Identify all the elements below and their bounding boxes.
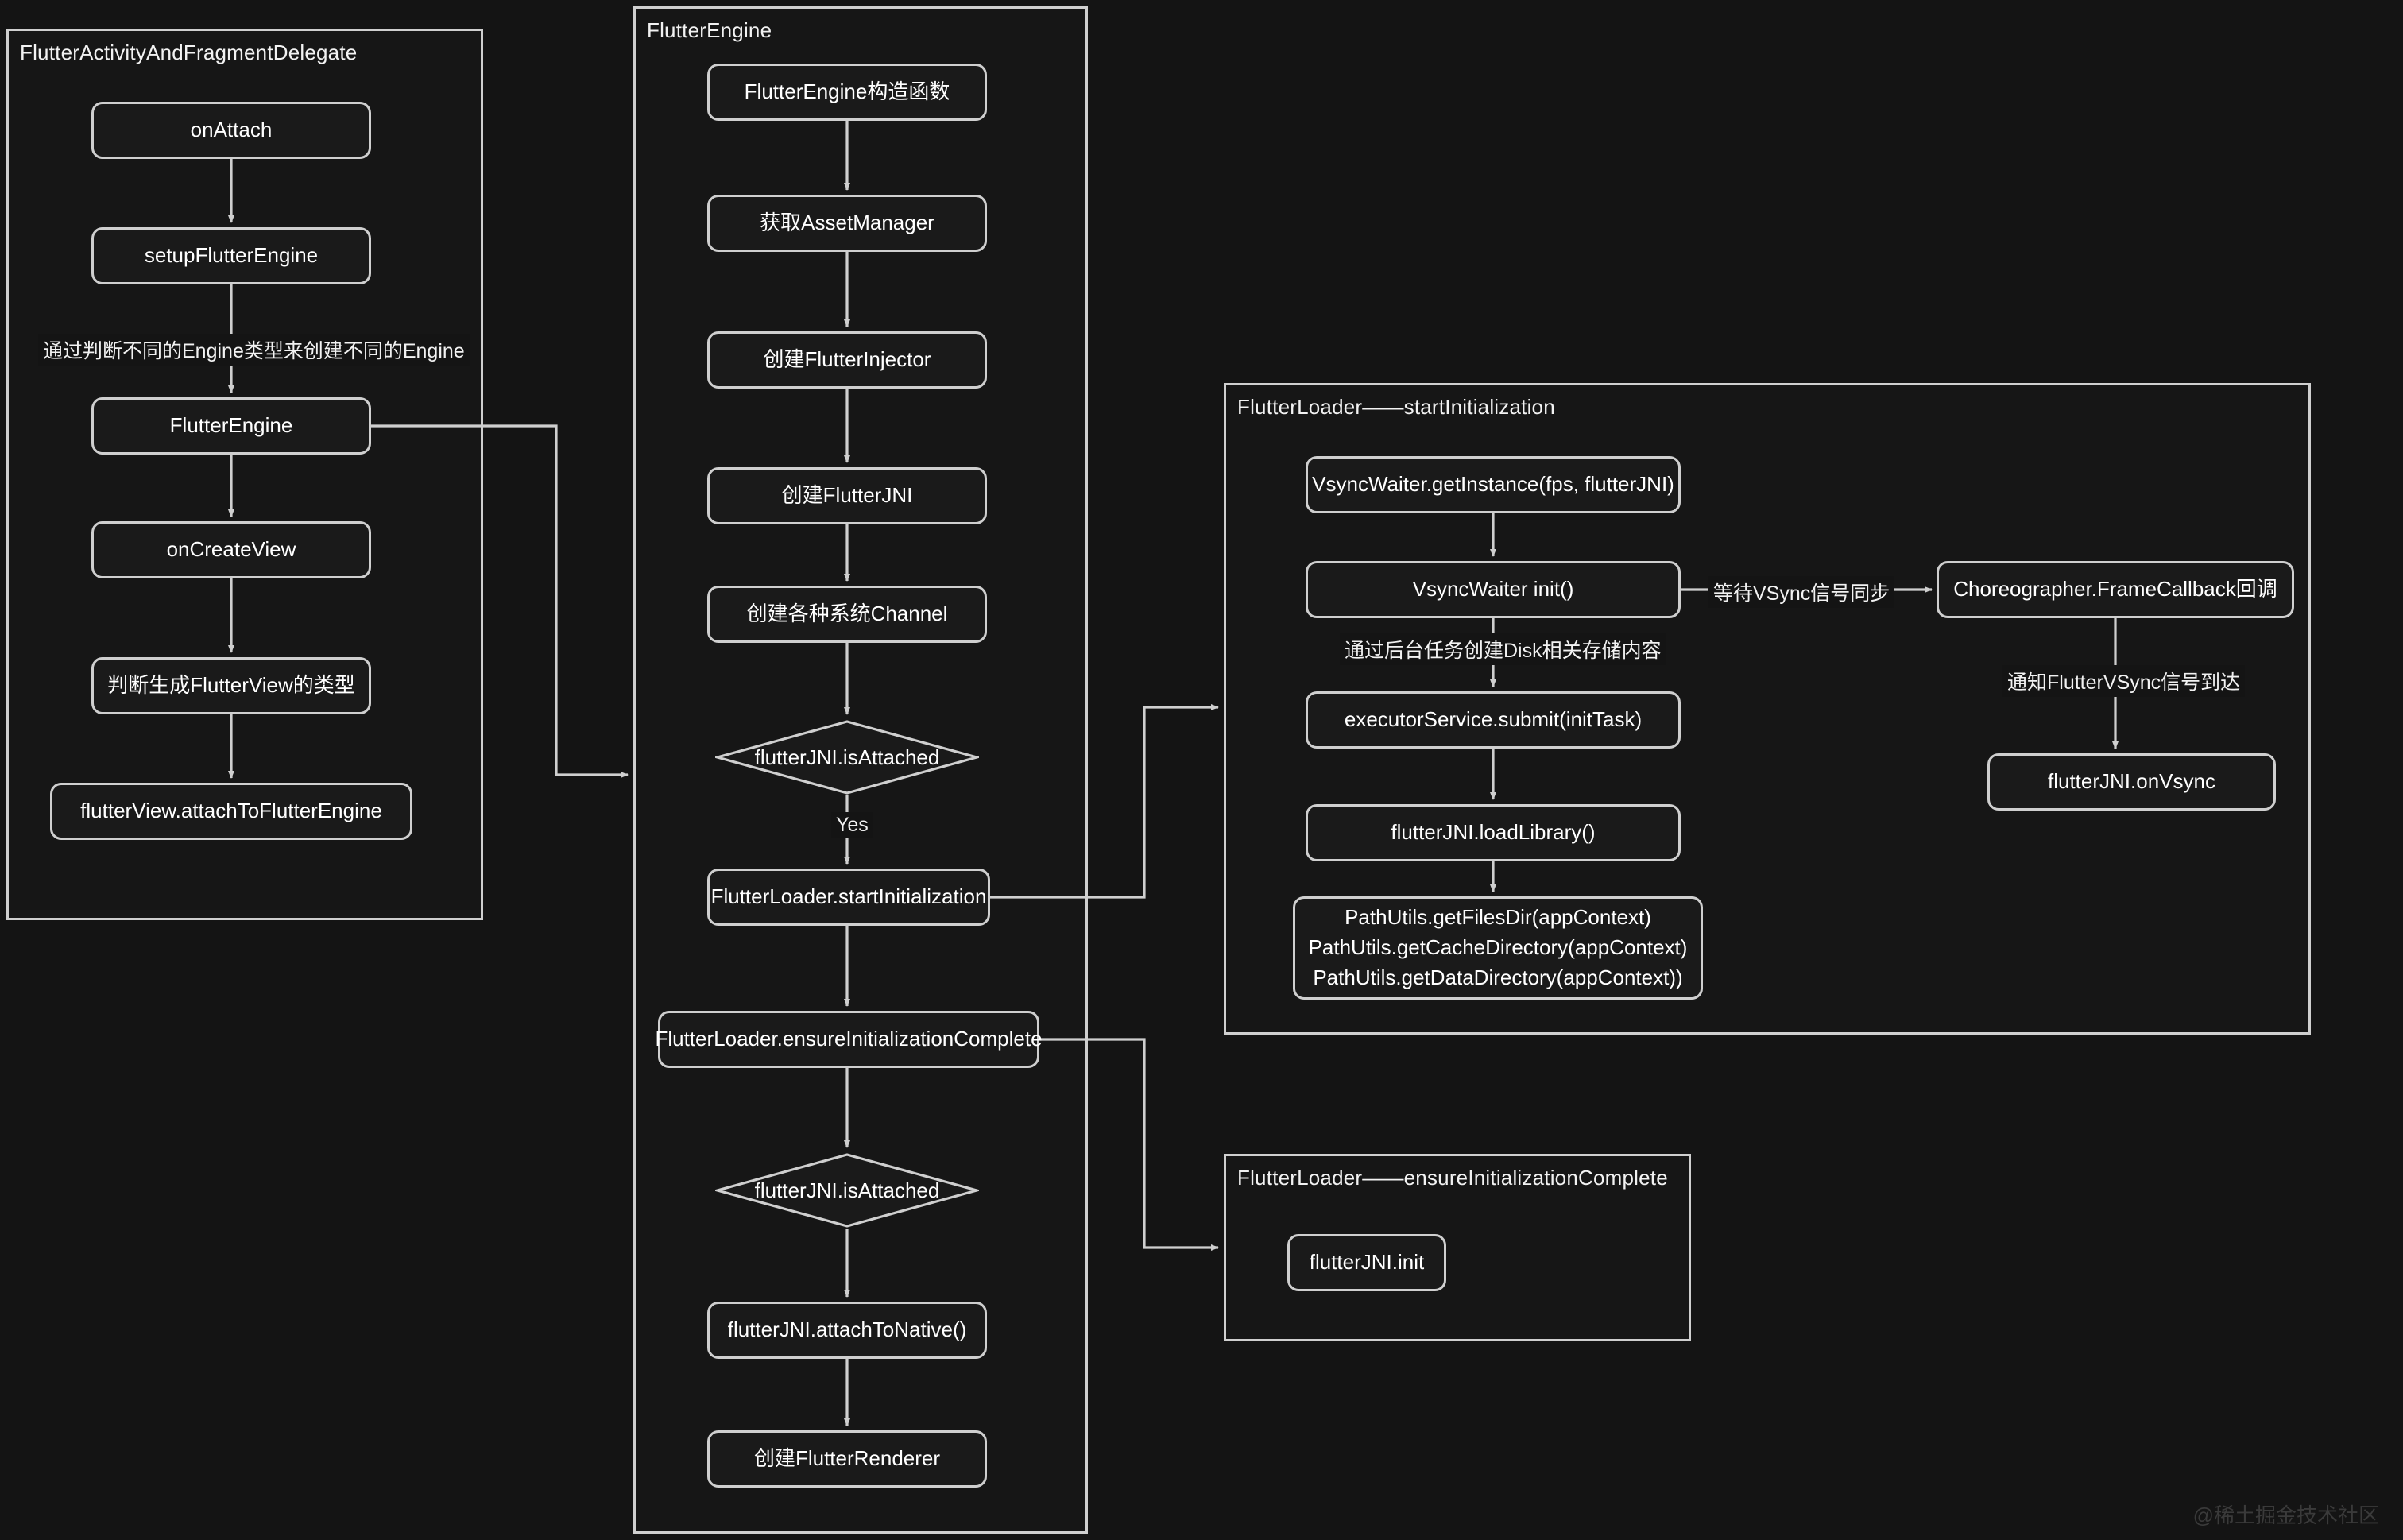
group-flutter-loader-ensure-initialization-complete: FlutterLoader——ensureInitializationCompl… <box>1224 1154 1691 1341</box>
node-label: flutterJNI.attachToNative() <box>727 1318 967 1342</box>
edge-label-yes: Yes <box>831 812 873 838</box>
node-label: 创建FlutterInjector <box>763 347 931 372</box>
edge-label-wait-vsync-sync: 等待VSync信号同步 <box>1708 576 1895 608</box>
node-label: 判断生成FlutterView的类型 <box>107 673 355 698</box>
node-setup-flutter-engine[interactable]: setupFlutterEngine <box>91 227 371 284</box>
node-flutterjni-init[interactable]: flutterJNI.init <box>1287 1234 1446 1291</box>
node-executorservice-submit-init-task[interactable]: executorService.submit(initTask) <box>1306 691 1681 749</box>
node-choreographer-frame-callback[interactable]: Choreographer.FrameCallback回调 <box>1937 561 2294 618</box>
edge-label-engine-type: 通过判断不同的Engine类型来创建不同的Engine <box>38 334 470 366</box>
node-label: executorService.submit(initTask) <box>1344 707 1643 732</box>
node-label: VsyncWaiter.getInstance(fps, flutterJNI) <box>1312 472 1674 497</box>
group-flutter-activity-fragment-delegate: FlutterActivityAndFragmentDelegate <box>6 29 483 920</box>
node-flutterjni-attach-to-native[interactable]: flutterJNI.attachToNative() <box>707 1302 987 1359</box>
node-path-utils-directories[interactable]: PathUtils.getFilesDir(appContext) PathUt… <box>1293 896 1703 1000</box>
node-label-line-2: PathUtils.getCacheDirectory(appContext) <box>1308 935 1688 960</box>
node-flutterjni-load-library[interactable]: flutterJNI.loadLibrary() <box>1306 804 1681 861</box>
edge-label-notify-flutter-vsync-arrived: 通知FlutterVSync信号到达 <box>2002 665 2246 697</box>
node-judge-flutterview-type[interactable]: 判断生成FlutterView的类型 <box>91 657 371 714</box>
node-label: flutterJNI.init <box>1309 1250 1425 1275</box>
diamond-shape <box>715 720 979 795</box>
group-flutter-engine: FlutterEngine <box>633 6 1088 1534</box>
node-create-flutter-jni[interactable]: 创建FlutterJNI <box>707 467 987 524</box>
node-label: FlutterEngine构造函数 <box>744 79 950 104</box>
node-label: 创建各种系统Channel <box>746 602 948 626</box>
node-flutterjni-on-vsync[interactable]: flutterJNI.onVsync <box>1987 753 2276 811</box>
node-label: flutterJNI.onVsync <box>2048 769 2215 794</box>
watermark: @稀土掘金技术社区 <box>2192 1503 2379 1527</box>
node-label: flutterJNI.loadLibrary() <box>1391 820 1596 845</box>
node-flutterloader-ensure-initialization-complete[interactable]: FlutterLoader.ensureInitializationComple… <box>655 1011 1043 1068</box>
decision-flutterjni-is-attached-2[interactable]: flutterJNI.isAttached <box>715 1152 979 1229</box>
node-label: FlutterLoader.ensureInitializationComple… <box>655 1027 1043 1051</box>
node-label: onAttach <box>190 118 273 142</box>
node-label: 获取AssetManager <box>760 211 934 235</box>
node-flutterloader-start-initialization[interactable]: FlutterLoader.startInitialization <box>707 869 990 926</box>
node-create-flutter-injector[interactable]: 创建FlutterInjector <box>707 331 987 389</box>
node-label-line-1: PathUtils.getFilesDir(appContext) <box>1345 905 1651 930</box>
node-on-create-view[interactable]: onCreateView <box>91 521 371 578</box>
node-vsyncwaiter-get-instance[interactable]: VsyncWaiter.getInstance(fps, flutterJNI) <box>1306 456 1681 513</box>
decision-flutterjni-is-attached-1[interactable]: flutterJNI.isAttached <box>715 719 979 795</box>
node-label: FlutterEngine <box>169 413 293 438</box>
decision-label: flutterJNI.isAttached <box>754 1178 940 1202</box>
node-label: onCreateView <box>166 537 296 562</box>
node-label: 创建FlutterJNI <box>781 483 913 508</box>
node-label: Choreographer.FrameCallback回调 <box>1953 577 2277 602</box>
node-label: VsyncWaiter init() <box>1412 577 1574 602</box>
diamond-shape <box>715 1153 979 1228</box>
node-get-asset-manager[interactable]: 获取AssetManager <box>707 195 987 252</box>
node-on-attach[interactable]: onAttach <box>91 102 371 159</box>
node-label: FlutterLoader.startInitialization <box>710 884 987 909</box>
node-create-flutter-renderer[interactable]: 创建FlutterRenderer <box>707 1430 987 1488</box>
node-vsyncwaiter-init[interactable]: VsyncWaiter init() <box>1306 561 1681 618</box>
node-flutterview-attach-to-flutter-engine[interactable]: flutterView.attachToFlutterEngine <box>50 783 412 840</box>
decision-label: flutterJNI.isAttached <box>754 745 940 769</box>
edge-label-background-disk-task: 通过后台任务创建Disk相关存储内容 <box>1340 633 1666 665</box>
node-label: flutterView.attachToFlutterEngine <box>80 799 382 823</box>
group-title-engine: FlutterEngine <box>647 18 772 42</box>
node-flutter-engine[interactable]: FlutterEngine <box>91 397 371 455</box>
group-title-delegate: FlutterActivityAndFragmentDelegate <box>20 41 358 64</box>
group-title-loader-start: FlutterLoader——startInitialization <box>1237 395 1555 419</box>
group-title-loader-ensure: FlutterLoader——ensureInitializationCompl… <box>1237 1166 1668 1190</box>
node-label: 创建FlutterRenderer <box>753 1446 941 1471</box>
node-label: setupFlutterEngine <box>144 243 319 268</box>
group-flutter-loader-start-initialization: FlutterLoader——startInitialization <box>1224 383 2311 1035</box>
node-label-line-3: PathUtils.getDataDirectory(appContext)) <box>1313 965 1683 989</box>
node-create-system-channels[interactable]: 创建各种系统Channel <box>707 586 987 643</box>
node-flutter-engine-constructor[interactable]: FlutterEngine构造函数 <box>707 64 987 121</box>
